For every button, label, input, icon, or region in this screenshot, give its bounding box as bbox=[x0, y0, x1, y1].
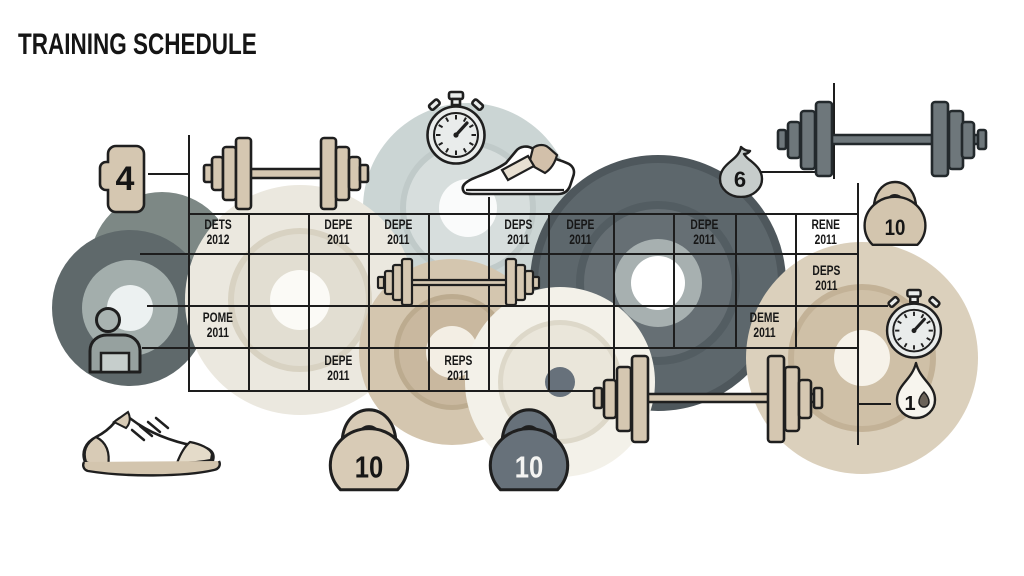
kettlebell-weight: 10 bbox=[355, 451, 384, 485]
grid-line bbox=[188, 213, 857, 215]
grid-line bbox=[248, 213, 250, 392]
drop-number: 6 bbox=[734, 167, 746, 192]
connector-line bbox=[857, 403, 891, 405]
grid-line bbox=[142, 347, 857, 349]
grid-line bbox=[188, 135, 190, 392]
number-tag: 4 bbox=[98, 144, 146, 214]
grid-line bbox=[428, 213, 430, 392]
page-title: TRAINING SCHEDULE bbox=[18, 28, 257, 61]
tag-number: 4 bbox=[116, 160, 135, 198]
grid-line bbox=[188, 390, 614, 392]
stopwatch-icon bbox=[885, 288, 943, 359]
grid-line bbox=[488, 197, 490, 392]
person-icon bbox=[88, 307, 142, 374]
drop-number: 1 bbox=[904, 393, 915, 415]
grid-line bbox=[147, 305, 888, 307]
grid-line bbox=[673, 213, 675, 349]
barbell-icon bbox=[592, 354, 824, 444]
kettlebell-icon: 10 bbox=[328, 408, 410, 492]
grid-line bbox=[140, 253, 857, 255]
connector-line bbox=[757, 171, 834, 173]
water-drop-icon: 6 bbox=[718, 145, 764, 198]
stopwatch-icon bbox=[426, 90, 486, 165]
connector-line bbox=[833, 83, 835, 179]
barbell-icon bbox=[376, 257, 541, 307]
barbell-icon bbox=[776, 100, 988, 178]
grid-line bbox=[548, 213, 550, 392]
kettlebell-icon: 10 bbox=[863, 180, 927, 246]
trainer-shoe-icon bbox=[461, 143, 576, 196]
kettlebell-icon: 10 bbox=[488, 408, 570, 492]
grid-line bbox=[368, 213, 370, 392]
kettlebell-weight: 10 bbox=[515, 451, 544, 485]
connector-line bbox=[148, 173, 189, 175]
grid-line bbox=[857, 183, 859, 445]
weight-plate bbox=[52, 230, 208, 386]
grid-line bbox=[795, 213, 797, 349]
water-drop-icon: 1 bbox=[895, 361, 937, 420]
kettlebell-weight: 10 bbox=[885, 215, 906, 240]
sneaker-icon bbox=[82, 410, 221, 477]
dumbbell-icon bbox=[202, 136, 370, 211]
grid-line bbox=[308, 213, 310, 392]
grid-line bbox=[613, 213, 615, 392]
grid-line bbox=[735, 213, 737, 349]
